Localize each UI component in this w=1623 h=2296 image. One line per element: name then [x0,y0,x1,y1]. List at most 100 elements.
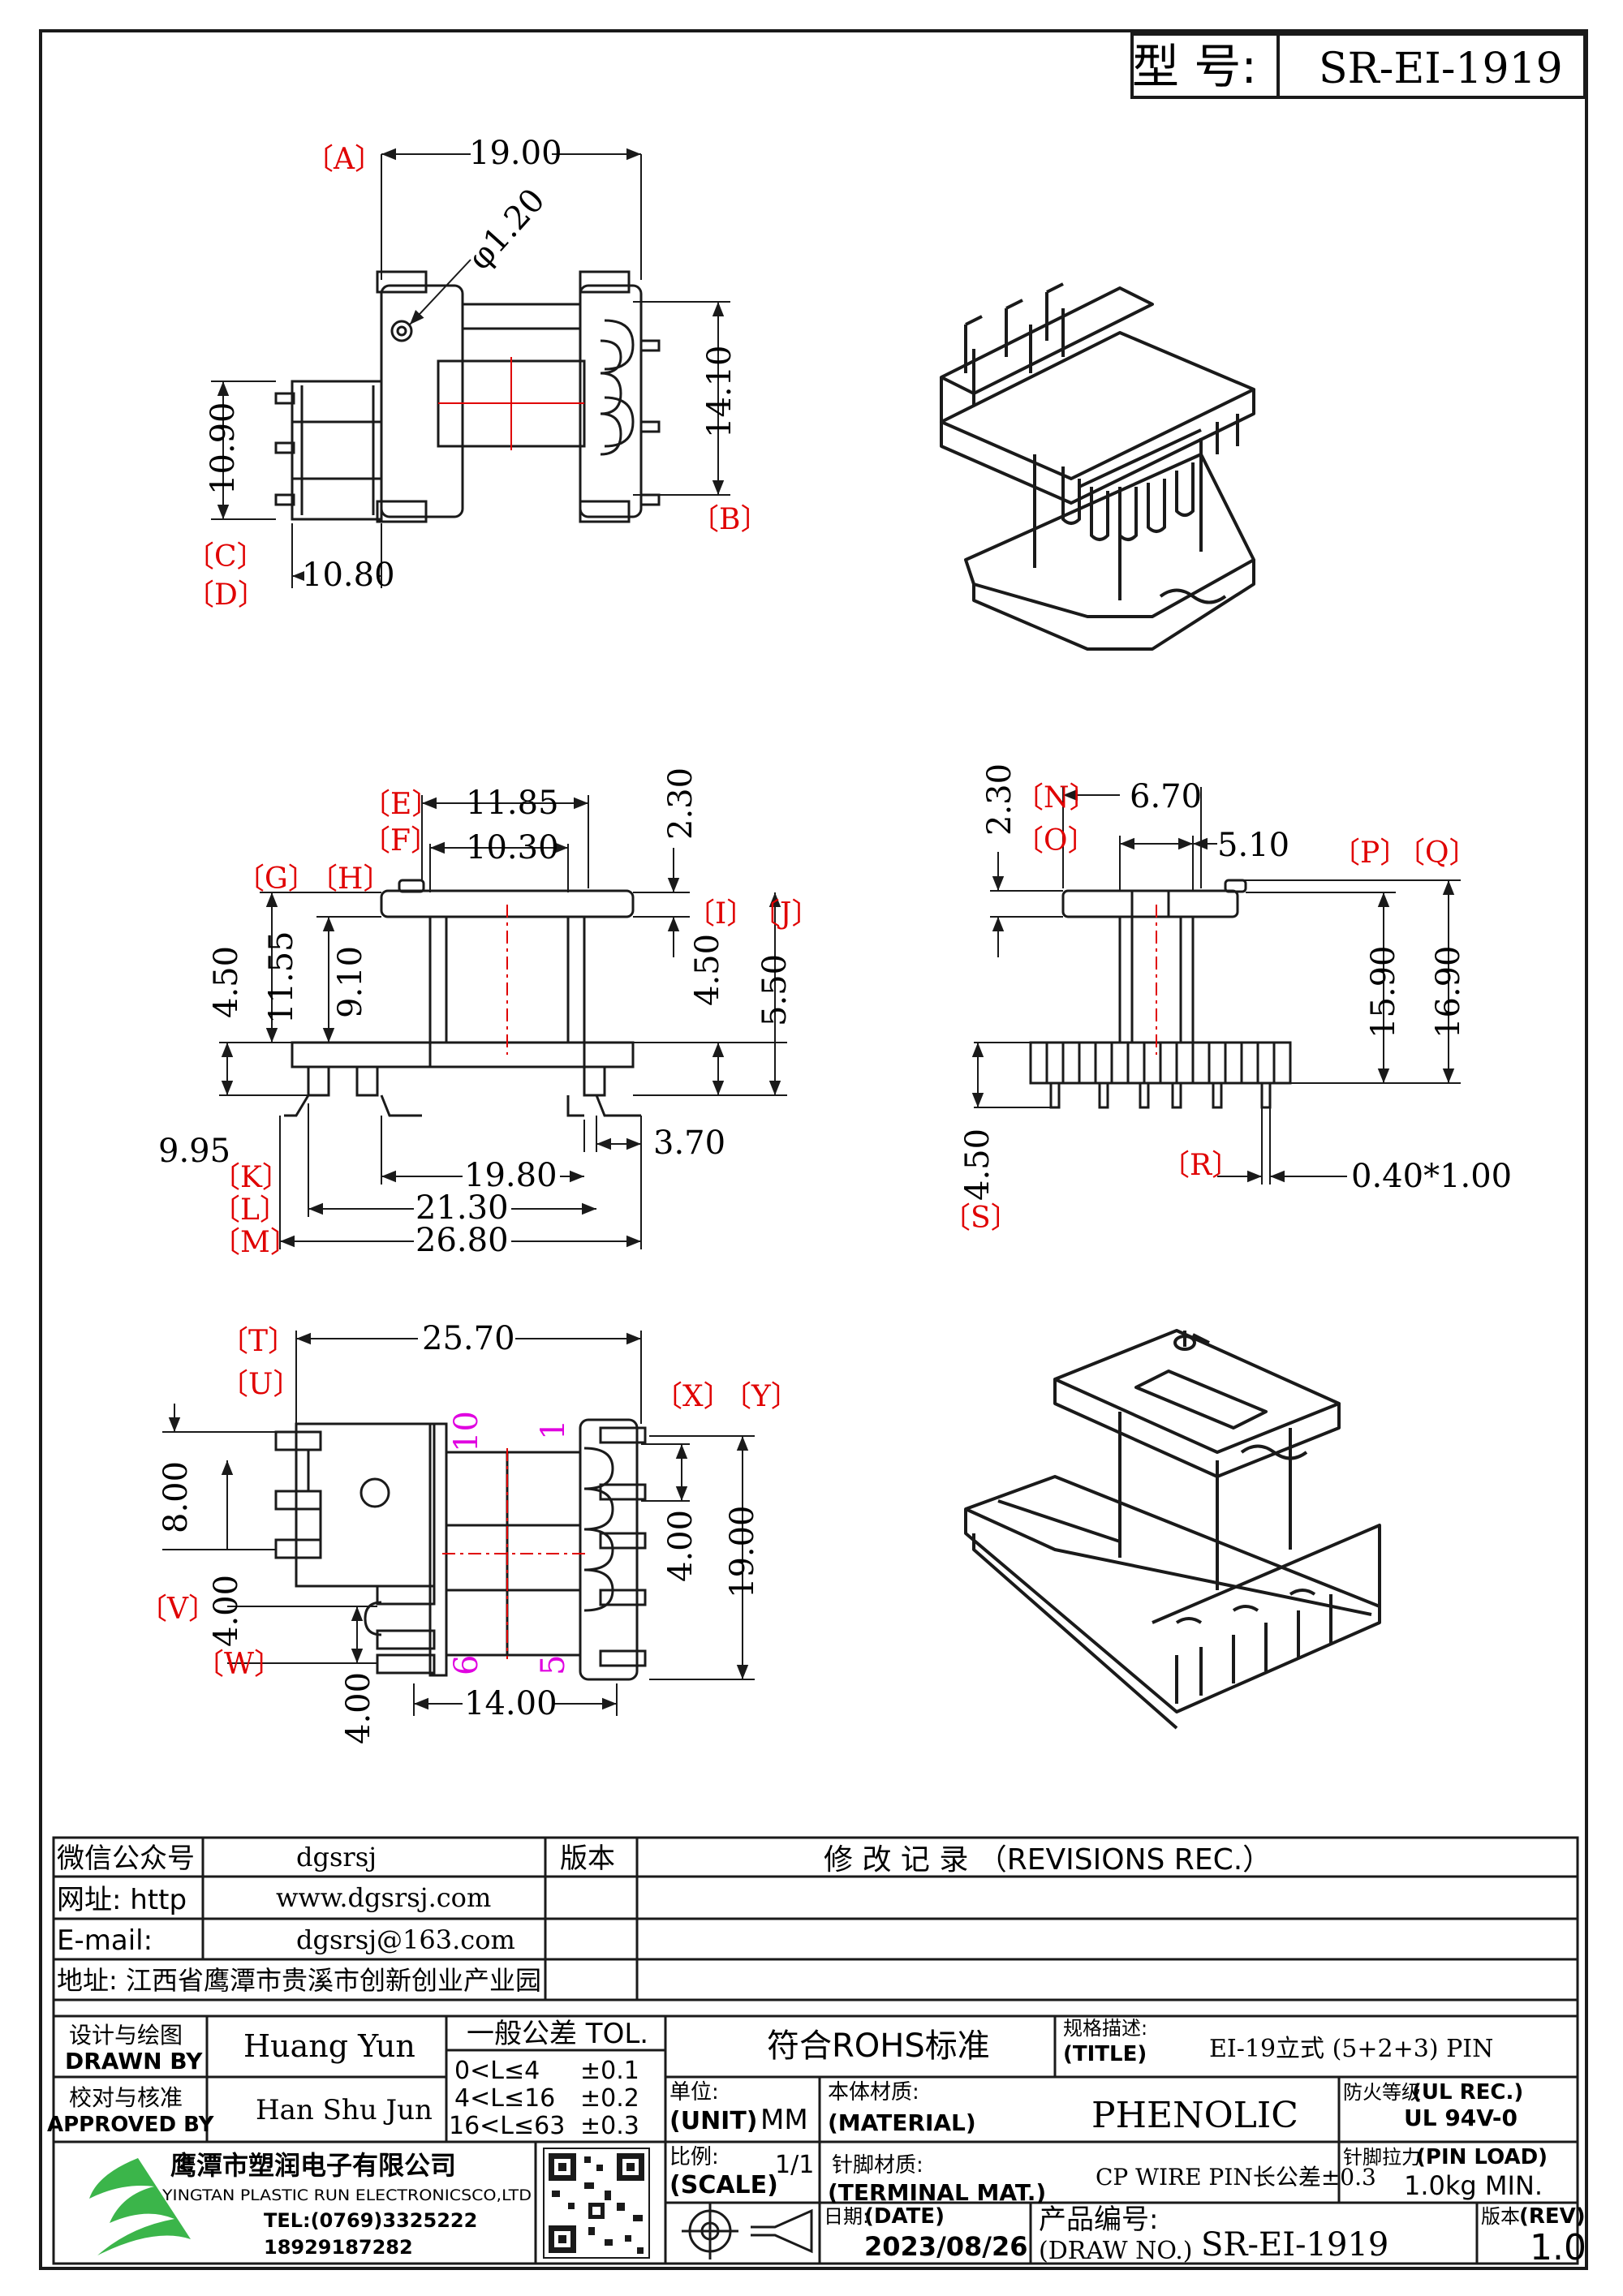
unit-en: (UNIT) [669,2107,758,2135]
model-value: SR-EI-1919 [1319,45,1563,93]
iso-view-2 [964,1329,1381,1730]
date-value: 2023/08/26 [864,2231,1028,2262]
info-value-wechat: dgsrsj [296,1842,377,1872]
pin-6: 6 [448,1655,485,1675]
version-header: 版本 [560,1842,615,1875]
info-label-email: E-mail: [57,1924,153,1957]
dim-top-hole: φ1.20 [461,182,553,277]
dim-front-l2: 21.30 [415,1189,509,1227]
fire-rating-en: (UL REC.) [1412,2080,1523,2105]
pin-load-value: 1.0kg MIN. [1404,2170,1543,2201]
title-block-lines [54,2016,1578,2264]
ref-C: 〔C〕 [185,540,266,574]
rohs-statement: 符合ROHS标准 [767,2027,990,2065]
dim-front-right-h1: 4.50 [689,934,726,1006]
scale-cn: 比例: [669,2145,719,2169]
ref-E: 〔E〕 [361,788,441,821]
info-table [52,1836,1579,2265]
rev-en: (REV) [1519,2204,1586,2229]
approved-by-en: APPROVED BY [47,2113,215,2137]
rev-value: 1.0 [1530,2227,1586,2268]
front-view [284,879,641,1117]
info-label-web: 网址: http [57,1884,187,1916]
ref-Y: 〔Y〕 [722,1380,800,1413]
ref-X: 〔X〕 [653,1380,733,1413]
scale-value: 1/1 [775,2151,814,2179]
fire-rating-cn: 防火等级 [1343,2081,1421,2104]
model-header: 型 号: SR-EI-1919 [1130,32,1586,99]
ref-N: 〔N〕 [1014,781,1099,815]
material-cn: 本体材质: [828,2080,919,2105]
bottom-view [274,1418,647,1681]
ref-J: 〔J〕 [751,897,820,931]
draw-no-value: SR-EI-1919 [1201,2226,1388,2264]
dim-side-o: 5.10 [1217,827,1289,864]
material-value: PHENOLIC [1091,2095,1298,2136]
ref-V: 〔V〕 [138,1593,217,1626]
fire-rating-value: UL 94V-0 [1404,2105,1518,2131]
ref-B: 〔B〕 [690,503,769,536]
approved-by-cn: 校对与核准 [69,2084,183,2111]
date-en: (DATE) [864,2204,945,2229]
dim-bottom-r1: 4.00 [662,1510,700,1582]
dim-front-left-h3: 9.10 [332,946,369,1018]
dim-front-r1: 3.70 [653,1124,725,1162]
tol-value-2: ±0.2 [580,2084,639,2113]
ref-O: 〔O〕 [1014,824,1097,858]
pin-5: 5 [535,1655,572,1675]
dim-front-left-h1: 4.50 [208,946,245,1018]
side-view-dims [971,787,1461,1185]
ref-S: 〔S〕 [941,1202,1020,1235]
dim-bottom-v3: 4.00 [340,1672,377,1744]
info-value-web: www.dgsrsj.com [276,1882,491,1913]
ref-T: 〔T〕 [219,1325,297,1358]
qr-code-icon [543,2148,650,2259]
dim-bottom-b1: 14.00 [464,1685,558,1722]
dim-front-l1: 19.80 [464,1157,558,1194]
dim-top-height: 14.10 [701,345,738,438]
dim-top-depth: 10.80 [302,557,395,594]
draw-no-en: (DRAW NO.) [1039,2237,1193,2265]
drawn-by-name: Huang Yun [243,2028,415,2064]
model-label: 型 号: [1132,39,1257,94]
pin-load-cn: 针脚拉力 [1343,2146,1421,2169]
ref-P: 〔P〕 [1331,836,1409,870]
ref-I: 〔I〕 [686,897,756,931]
drawn-by-cn: 设计与绘图 [69,2022,183,2049]
ref-M: 〔M〕 [211,1226,299,1259]
dim-front-k: 9.95 [158,1133,230,1170]
company-phone: 18929187282 [264,2236,413,2259]
tol-range-3: 16<L≤63 [449,2112,565,2140]
dim-front-f: 10.30 [466,829,559,866]
info-value-email: dgsrsj@163.com [296,1924,515,1955]
ref-U: 〔U〕 [219,1368,302,1401]
side-view [1029,879,1292,1109]
ref-D: 〔D〕 [185,578,267,612]
title-cn: 规格描述: [1063,2017,1147,2040]
ref-F: 〔F〕 [361,824,440,858]
tol-value-3: ±0.3 [580,2112,639,2140]
ref-R: 〔R〕 [1160,1149,1241,1182]
drawn-by-en: DRAWN BY [65,2048,203,2075]
tol-value-1: ±0.1 [580,2057,639,2085]
approved-by-name: Han Shu Jun [256,2094,433,2126]
ref-L: 〔L〕 [211,1193,289,1227]
dim-bottom-width: 25.70 [422,1320,515,1357]
scale-en: (SCALE) [669,2171,778,2199]
dim-front-top: 2.30 [662,767,700,840]
title-en: (TITLE) [1063,2042,1147,2066]
dim-top-pin-span: 10.90 [204,402,242,495]
pin-1: 1 [535,1420,572,1440]
tolerance-title: 一般公差 TOL. [467,2018,648,2050]
terminal-en: (TERMINAL MAT.) [828,2179,1046,2206]
material-en: (MATERIAL) [828,2109,976,2136]
ref-G: 〔G〕 [235,862,317,896]
unit-cn: 单位: [669,2080,719,2105]
ref-A: 〔A〕 [304,143,384,176]
tol-range-1: 0<L≤4 [454,2057,540,2085]
dim-front-right-h2: 5.50 [756,954,794,1026]
dim-side-h1: 15.90 [1365,945,1402,1038]
title-value: EI-19立式 (5+2+3) PIN [1209,2035,1493,2063]
date-cn: 日期: [824,2205,869,2228]
